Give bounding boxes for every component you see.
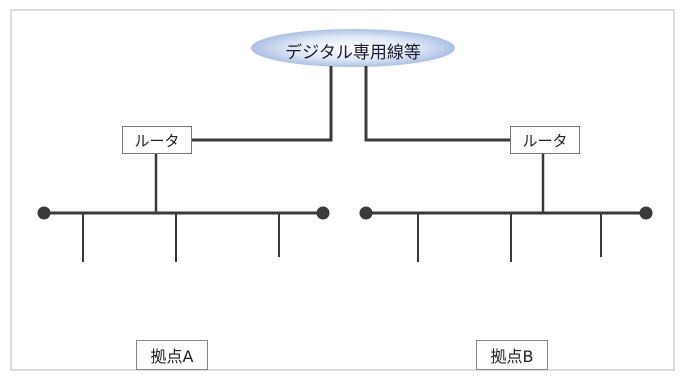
site-label-b: 拠点B bbox=[476, 340, 548, 370]
diagram-frame bbox=[10, 9, 675, 371]
network-cloud bbox=[251, 29, 455, 67]
lan-terminator-b-left bbox=[359, 206, 373, 220]
link-to-router-b bbox=[364, 66, 510, 142]
link-to-router-a bbox=[191, 66, 333, 142]
network-label: デジタル専用線等 bbox=[285, 43, 421, 63]
lan-terminator-a-right bbox=[316, 206, 330, 220]
site-label-a: 拠点A bbox=[136, 340, 208, 370]
router-a: ルータ bbox=[122, 126, 192, 154]
lan-terminator-b-right bbox=[639, 206, 653, 220]
router-b: ルータ bbox=[510, 126, 580, 154]
lan-terminator-a-left bbox=[37, 206, 51, 220]
